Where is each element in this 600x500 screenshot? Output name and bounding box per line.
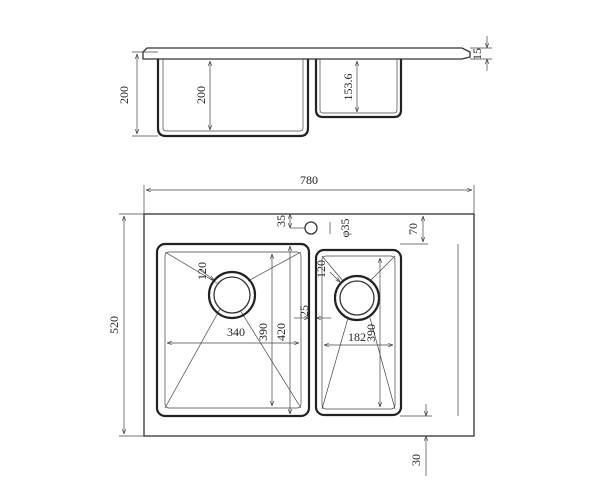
dim-small-bowl-width: 182 <box>348 330 366 344</box>
dim-large-bowl-width: 340 <box>227 325 245 339</box>
dim-front-margin: 30 <box>409 454 423 466</box>
dim-deck-thickness: 15 <box>470 48 484 60</box>
side-small-bowl <box>314 59 403 119</box>
large-drain <box>207 270 257 320</box>
dim-bowl-depth-large-inner: 200 <box>194 86 208 104</box>
dim-large-drain: 120 <box>195 262 209 280</box>
dim-large-bowl-length-a: 390 <box>256 323 270 341</box>
small-drain <box>333 274 381 322</box>
dim-overall-width: 780 <box>300 173 318 187</box>
large-bowl-inner <box>164 251 302 409</box>
side-deck <box>142 47 471 60</box>
side-large-bowl <box>156 59 310 138</box>
dim-large-bowl-length-b: 420 <box>274 323 288 341</box>
tap-hole <box>304 221 318 235</box>
side-view: 200 200 153.6 15 <box>117 36 492 138</box>
dim-tap-diameter: φ35 <box>338 219 352 238</box>
large-bowl-outer <box>155 242 311 418</box>
small-bowl-outer <box>314 248 403 417</box>
dim-bowl-divider: 25 <box>297 305 311 317</box>
dim-back-margin: 70 <box>406 223 420 235</box>
small-bowl-fold-lines <box>321 255 396 410</box>
small-bowl-inner <box>321 255 396 410</box>
dim-overall-depth: 520 <box>107 316 121 334</box>
dim-small-drain: 120 <box>314 260 328 278</box>
dim-bowl-depth-large: 200 <box>117 86 131 104</box>
top-view: 780 520 <box>107 173 475 476</box>
dim-small-bowl-length: 390 <box>364 324 378 342</box>
deck-outline <box>143 213 475 437</box>
dim-tap-offset: 35 <box>274 215 288 227</box>
dim-bowl-depth-small: 153.6 <box>341 74 355 101</box>
